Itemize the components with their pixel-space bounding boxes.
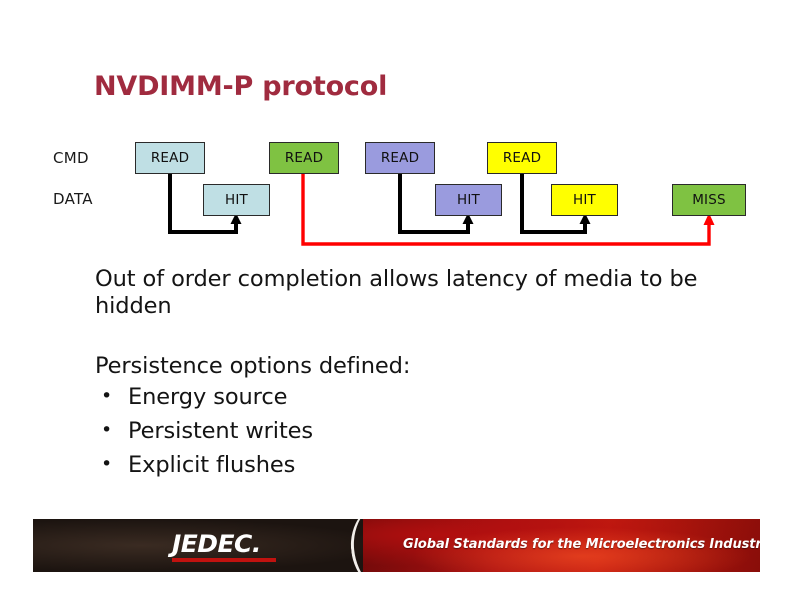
jedec-logo: JEDEC. [172, 532, 287, 562]
body-paragraph-2: Persistence options defined: [95, 353, 411, 379]
data-node-hit-3: HIT [551, 184, 618, 216]
cmd-node-read-2: READ [269, 142, 339, 174]
node-label: READ [284, 150, 324, 166]
connector-read3-to-hit2 [398, 174, 474, 234]
connector-read2-to-miss [301, 174, 715, 246]
list-item: Explicit flushes [95, 447, 735, 482]
jedec-underline-rule [172, 558, 276, 562]
footer-banner: JEDEC. Global Standards for the Microele… [33, 519, 760, 572]
connector-read4-to-hit3 [520, 174, 591, 234]
diagram-connection-paths [168, 174, 715, 246]
node-label: HIT [573, 192, 596, 208]
cmd-node-read-1: READ [135, 142, 205, 174]
connector-read1-to-hit1 [168, 174, 242, 234]
data-node-miss: MISS [672, 184, 746, 216]
cmd-node-read-4: READ [487, 142, 557, 174]
footer-red-panel [363, 519, 760, 572]
node-label: READ [502, 150, 542, 166]
node-label: READ [380, 150, 420, 166]
data-node-hit-1: HIT [203, 184, 270, 216]
footer-tagline: Global Standards for the Microelectronic… [403, 537, 760, 552]
list-item: Persistent writes [95, 413, 735, 448]
list-item: Energy source [95, 379, 735, 414]
cmd-node-read-3: READ [365, 142, 435, 174]
persistence-options-list: Energy source Persistent writes Explicit… [95, 379, 735, 482]
data-node-hit-2: HIT [435, 184, 502, 216]
node-label: HIT [225, 192, 248, 208]
jedec-wordmark: JEDEC. [172, 530, 261, 558]
slide-body: Out of order completion allows latency o… [95, 266, 735, 482]
page-title: NVDIMM-P protocol [94, 71, 388, 102]
node-label: READ [150, 150, 190, 166]
body-paragraph-1: Out of order completion allows latency o… [95, 266, 698, 319]
row-label-cmd: CMD [53, 149, 89, 167]
node-label: HIT [457, 192, 480, 208]
protocol-timing-diagram: CMD DATA READ READ READ RE [0, 0, 793, 260]
node-label: MISS [692, 192, 726, 208]
footer-dark-panel [33, 519, 393, 572]
row-label-data: DATA [53, 190, 93, 208]
